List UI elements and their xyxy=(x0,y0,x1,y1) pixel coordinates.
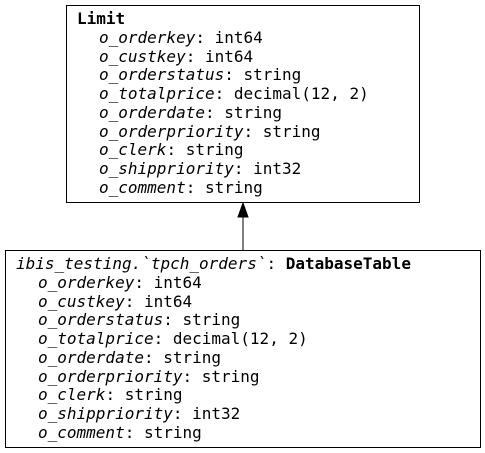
field-row: o_clerk: string xyxy=(6,385,480,405)
field-name: o_orderkey xyxy=(99,27,196,47)
field-row: o_orderdate: string xyxy=(6,347,480,368)
field-type: string xyxy=(182,310,241,330)
field-type: int64 xyxy=(153,272,202,292)
field-type: int64 xyxy=(204,46,254,66)
field-type: string xyxy=(185,140,244,160)
field-row: o_custkey: int64 xyxy=(67,46,419,67)
field-name: o_orderdate xyxy=(99,102,205,122)
table-node-name: ibis_testing.`tpch_orders` xyxy=(16,254,267,273)
field-type: string xyxy=(124,385,183,405)
field-separator: : xyxy=(204,102,225,122)
field-separator: : xyxy=(153,329,173,348)
field-separator: : xyxy=(195,27,215,47)
field-name: o_orderkey xyxy=(38,272,135,292)
field-separator: : xyxy=(172,404,193,423)
field-separator: : xyxy=(182,366,202,386)
field-row: o_orderdate: string xyxy=(67,102,419,123)
field-type: string xyxy=(204,177,263,197)
field-name: o_orderstatus xyxy=(38,310,164,330)
table-node-separator: : xyxy=(266,254,286,273)
field-separator: : xyxy=(224,65,244,85)
field-row: o_clerk: string xyxy=(67,140,419,160)
field-row: o_orderstatus: string xyxy=(6,310,480,330)
field-separator: : xyxy=(143,347,164,367)
field-row: o_orderpriority: string xyxy=(6,366,480,387)
field-name: o_comment xyxy=(99,177,186,197)
field-type: int32 xyxy=(192,404,241,423)
field-separator: : xyxy=(124,422,144,442)
field-type: decimal(12, 2) xyxy=(233,84,369,103)
field-type: string xyxy=(143,422,202,442)
field-row: o_orderpriority: string xyxy=(67,121,419,142)
field-separator: : xyxy=(185,46,205,66)
field-row: o_orderstatus: string xyxy=(67,65,419,85)
table-node-header: ibis_testing.`tpch_orders`: DatabaseTabl… xyxy=(6,254,480,274)
field-type: string xyxy=(163,347,222,367)
field-separator: : xyxy=(243,121,263,141)
table-node: ibis_testing.`tpch_orders`: DatabaseTabl… xyxy=(5,250,481,448)
field-type: string xyxy=(201,366,260,386)
field-name: o_shippriority xyxy=(99,159,234,178)
limit-node-header: Limit xyxy=(67,9,419,29)
field-separator: : xyxy=(163,310,183,330)
field-separator: : xyxy=(124,291,144,311)
field-type: string xyxy=(262,121,321,141)
field-name: o_custkey xyxy=(38,291,125,311)
arrowhead-icon xyxy=(237,201,249,218)
field-row: o_totalprice: decimal(12, 2) xyxy=(6,329,480,349)
limit-node-title: Limit xyxy=(77,9,126,28)
field-type: string xyxy=(224,102,283,122)
field-name: o_shippriority xyxy=(38,404,173,423)
field-name: o_orderpriority xyxy=(38,366,183,386)
field-type: string xyxy=(243,65,302,85)
field-name: o_orderstatus xyxy=(99,65,225,85)
field-type: decimal(12, 2) xyxy=(172,329,308,348)
field-name: o_orderpriority xyxy=(99,121,244,141)
field-row: o_shippriority: int32 xyxy=(67,159,419,179)
field-name: o_clerk xyxy=(38,385,106,405)
field-row: o_orderkey: int64 xyxy=(6,272,480,293)
field-name: o_totalprice xyxy=(38,329,154,348)
field-separator: : xyxy=(105,385,125,405)
field-name: o_comment xyxy=(38,422,125,442)
field-type: int64 xyxy=(143,291,193,311)
field-name: o_orderdate xyxy=(38,347,144,367)
field-separator: : xyxy=(185,177,205,197)
field-name: o_custkey xyxy=(99,46,186,66)
field-type: int32 xyxy=(253,159,302,178)
field-row: o_totalprice: decimal(12, 2) xyxy=(67,84,419,104)
field-name: o_clerk xyxy=(99,140,167,160)
field-row: o_comment: string xyxy=(6,422,480,443)
field-row: o_custkey: int64 xyxy=(6,291,480,312)
field-type: int64 xyxy=(214,27,263,47)
field-separator: : xyxy=(233,159,254,178)
field-separator: : xyxy=(166,140,186,160)
field-row: o_comment: string xyxy=(67,177,419,198)
field-separator: : xyxy=(214,84,234,103)
table-node-kind: DatabaseTable xyxy=(285,254,411,273)
field-separator: : xyxy=(134,272,154,292)
field-name: o_totalprice xyxy=(99,84,215,103)
field-row: o_shippriority: int32 xyxy=(6,404,480,424)
field-row: o_orderkey: int64 xyxy=(67,27,419,48)
